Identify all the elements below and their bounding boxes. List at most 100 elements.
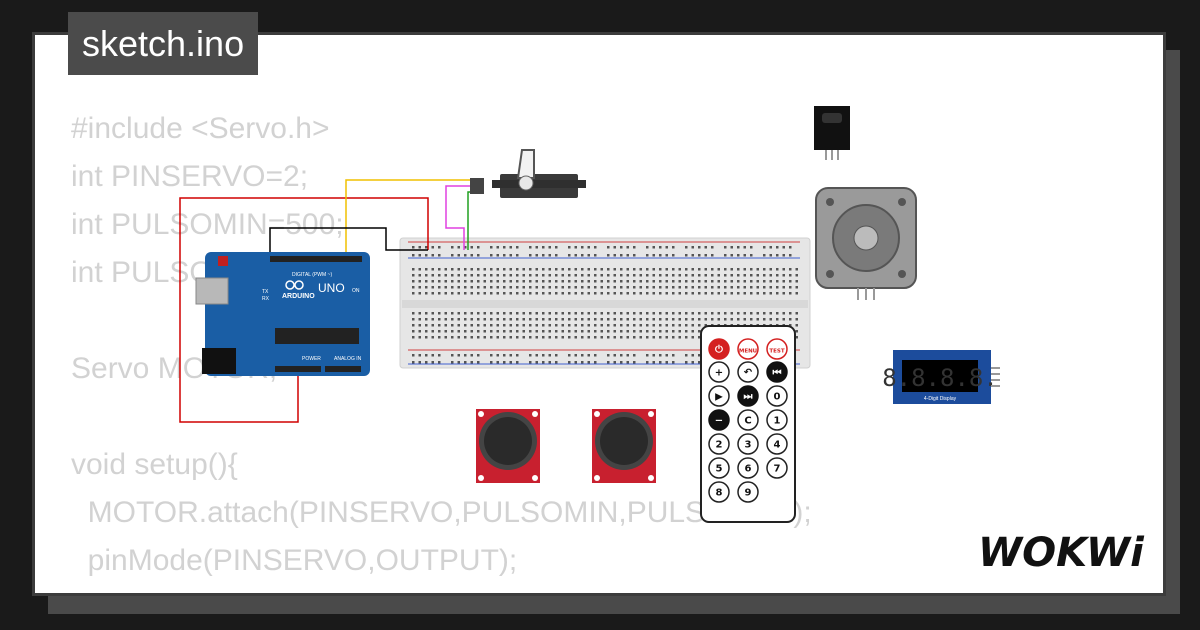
- breadboard-hole[interactable]: [451, 292, 454, 295]
- breadboard-hole[interactable]: [607, 354, 610, 357]
- breadboard-hole[interactable]: [587, 254, 591, 257]
- breadboard-hole[interactable]: [672, 274, 675, 277]
- breadboard-hole[interactable]: [464, 361, 467, 364]
- breadboard-hole[interactable]: [561, 292, 565, 295]
- breadboard-hole[interactable]: [672, 286, 675, 289]
- breadboard-hole[interactable]: [717, 280, 721, 283]
- breadboard-hole[interactable]: [516, 280, 519, 283]
- breadboard-hole[interactable]: [431, 312, 435, 315]
- breadboard-hole[interactable]: [587, 286, 591, 289]
- breadboard-hole[interactable]: [652, 330, 656, 333]
- breadboard-hole[interactable]: [626, 330, 630, 333]
- breadboard-hole[interactable]: [620, 274, 623, 277]
- breadboard-hole[interactable]: [412, 274, 415, 277]
- breadboard-hole[interactable]: [672, 268, 675, 271]
- breadboard-hole[interactable]: [496, 246, 500, 249]
- breadboard-hole[interactable]: [542, 312, 545, 315]
- breadboard-hole[interactable]: [548, 336, 552, 339]
- breadboard-hole[interactable]: [594, 330, 597, 333]
- breadboard-hole[interactable]: [659, 274, 662, 277]
- breadboard-hole[interactable]: [613, 292, 617, 295]
- breadboard-hole[interactable]: [522, 292, 526, 295]
- breadboard-hole[interactable]: [464, 274, 467, 277]
- breadboard-hole[interactable]: [594, 354, 597, 357]
- breadboard-hole[interactable]: [561, 324, 565, 327]
- breadboard-hole[interactable]: [438, 330, 441, 333]
- breadboard-hole[interactable]: [646, 268, 649, 271]
- breadboard-hole[interactable]: [704, 292, 708, 295]
- breadboard-hole[interactable]: [555, 292, 558, 295]
- breadboard-hole[interactable]: [672, 354, 675, 357]
- breadboard-hole[interactable]: [750, 254, 753, 257]
- breadboard-hole[interactable]: [659, 254, 662, 257]
- breadboard-hole[interactable]: [685, 318, 688, 321]
- breadboard-hole[interactable]: [418, 254, 422, 257]
- breadboard-hole[interactable]: [756, 292, 760, 295]
- breadboard-hole[interactable]: [737, 286, 740, 289]
- breadboard-hole[interactable]: [464, 324, 467, 327]
- breadboard-hole[interactable]: [795, 330, 799, 333]
- breadboard-hole[interactable]: [691, 246, 695, 249]
- breadboard-hole[interactable]: [431, 268, 435, 271]
- remote-button[interactable]: ↶: [737, 361, 759, 383]
- breadboard-hole[interactable]: [678, 286, 682, 289]
- breadboard-hole[interactable]: [782, 268, 786, 271]
- breadboard-hole[interactable]: [646, 361, 649, 364]
- breadboard-hole[interactable]: [750, 312, 753, 315]
- breadboard-hole[interactable]: [581, 312, 584, 315]
- breadboard-hole[interactable]: [646, 274, 649, 277]
- breadboard-hole[interactable]: [483, 324, 487, 327]
- breadboard-hole[interactable]: [483, 312, 487, 315]
- breadboard-hole[interactable]: [613, 336, 617, 339]
- breadboard-hole[interactable]: [574, 268, 578, 271]
- breadboard-hole[interactable]: [457, 286, 461, 289]
- breadboard-hole[interactable]: [568, 254, 571, 257]
- breadboard-hole[interactable]: [516, 274, 519, 277]
- breadboard-hole[interactable]: [490, 246, 493, 249]
- breadboard-hole[interactable]: [516, 324, 519, 327]
- breadboard-hole[interactable]: [594, 324, 597, 327]
- breadboard-hole[interactable]: [633, 312, 636, 315]
- breadboard-hole[interactable]: [425, 274, 428, 277]
- breadboard-hole[interactable]: [769, 280, 773, 283]
- breadboard-hole[interactable]: [795, 318, 799, 321]
- remote-button[interactable]: 2: [708, 433, 730, 455]
- breadboard-hole[interactable]: [568, 274, 571, 277]
- breadboard-hole[interactable]: [691, 268, 695, 271]
- breadboard-hole[interactable]: [750, 246, 753, 249]
- breadboard-hole[interactable]: [438, 354, 441, 357]
- breadboard-hole[interactable]: [581, 254, 584, 257]
- breadboard-hole[interactable]: [587, 246, 591, 249]
- breadboard-hole[interactable]: [425, 324, 428, 327]
- breadboard-hole[interactable]: [444, 292, 448, 295]
- breadboard-hole[interactable]: [743, 280, 747, 283]
- breadboard-hole[interactable]: [613, 361, 617, 364]
- breadboard-hole[interactable]: [763, 292, 766, 295]
- breadboard-hole[interactable]: [678, 330, 682, 333]
- breadboard-hole[interactable]: [704, 286, 708, 289]
- breadboard-hole[interactable]: [678, 280, 682, 283]
- breadboard-hole[interactable]: [659, 286, 662, 289]
- breadboard-hole[interactable]: [477, 330, 480, 333]
- breadboard-hole[interactable]: [691, 336, 695, 339]
- breadboard-hole[interactable]: [451, 324, 454, 327]
- breadboard-hole[interactable]: [639, 330, 643, 333]
- breadboard-hole[interactable]: [763, 312, 766, 315]
- breadboard-hole[interactable]: [600, 286, 604, 289]
- breadboard-hole[interactable]: [665, 324, 669, 327]
- breadboard-hole[interactable]: [516, 361, 519, 364]
- breadboard-hole[interactable]: [646, 254, 649, 257]
- breadboard-hole[interactable]: [795, 274, 799, 277]
- breadboard-hole[interactable]: [646, 312, 649, 315]
- breadboard-hole[interactable]: [659, 330, 662, 333]
- breadboard-hole[interactable]: [425, 254, 428, 257]
- breadboard-hole[interactable]: [457, 354, 461, 357]
- breadboard-hole[interactable]: [412, 254, 415, 257]
- breadboard-hole[interactable]: [646, 324, 649, 327]
- breadboard-hole[interactable]: [548, 286, 552, 289]
- arduino-uno[interactable]: DIGITAL (PWM ~) ARDUINO UNO TX RX ON POW…: [195, 252, 370, 376]
- remote-button[interactable]: 0: [766, 385, 788, 407]
- breadboard-hole[interactable]: [561, 286, 565, 289]
- breadboard-hole[interactable]: [464, 336, 467, 339]
- breadboard-hole[interactable]: [542, 318, 545, 321]
